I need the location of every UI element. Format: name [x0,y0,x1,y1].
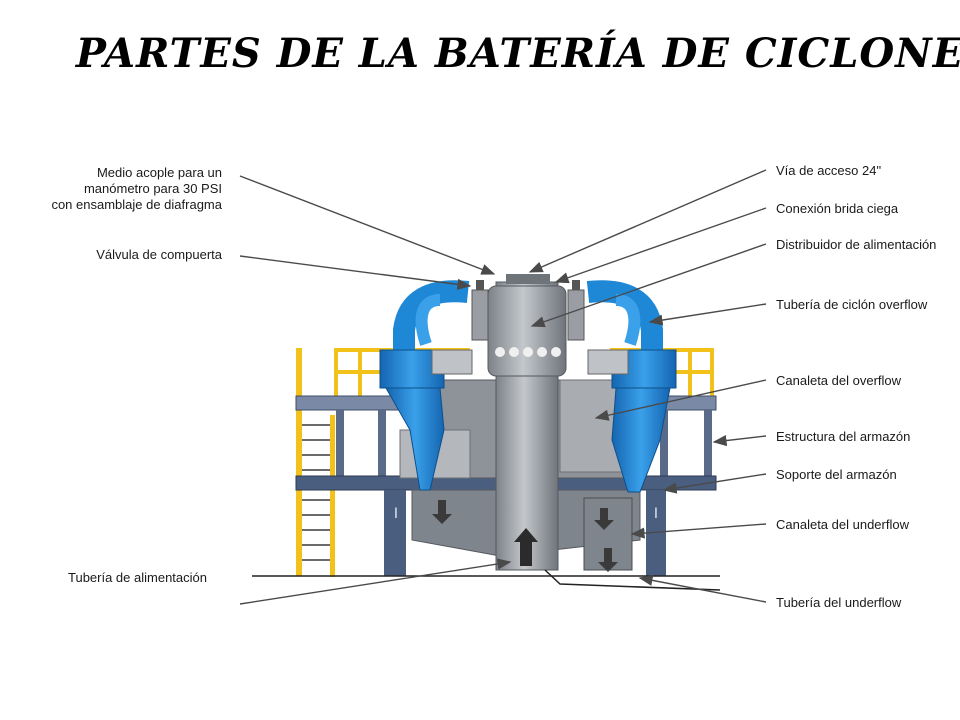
cyclone-left [379,280,473,491]
underflow-launder [411,489,641,572]
stair-left [296,348,335,577]
label-medio-acople-line1: Medio acople para un [96,165,222,180]
label-medio-acople-line2: manómetro para 30 PSI [83,181,222,196]
label-medio-acople: Medio acople para un manómetro para 30 P… [40,165,222,213]
handrail [334,348,714,398]
svg-text:I: I [654,506,658,522]
cyclone-right [586,280,677,493]
label-estructura-armazon: Estructura del armazón [776,429,911,444]
label-conexion-brida: Conexión brida ciega [776,201,899,216]
central-distributor [487,274,567,571]
page-title: Partes de la batería de ciclones [75,30,960,77]
overflow-launder [399,379,637,479]
label-canaleta-underflow: Canaleta del underflow [776,517,909,532]
label-tuberia-underflow: Tubería del underflow [776,595,902,610]
label-distribuidor: Distribuidor de alimentación [776,237,937,252]
gate-valves [471,280,585,341]
ground-lines [252,569,721,591]
svg-text:I: I [394,506,398,522]
label-soporte-armazon: Soporte del armazón [776,467,897,482]
label-via-acceso: Vía de acceso 24" [776,163,882,178]
label-canaleta-overflow: Canaleta del overflow [776,373,902,388]
frame-structure: I I [295,395,717,576]
label-tuberia-alimentacion: Tubería de alimentación [68,570,207,585]
label-tuberia-overflow: Tubería de ciclón overflow [776,297,928,312]
leader-lines [239,169,767,605]
label-medio-acople-line3: con ensamblaje de diafragma [51,197,222,212]
label-valvula-compuerta: Válvula de compuerta [96,247,222,262]
